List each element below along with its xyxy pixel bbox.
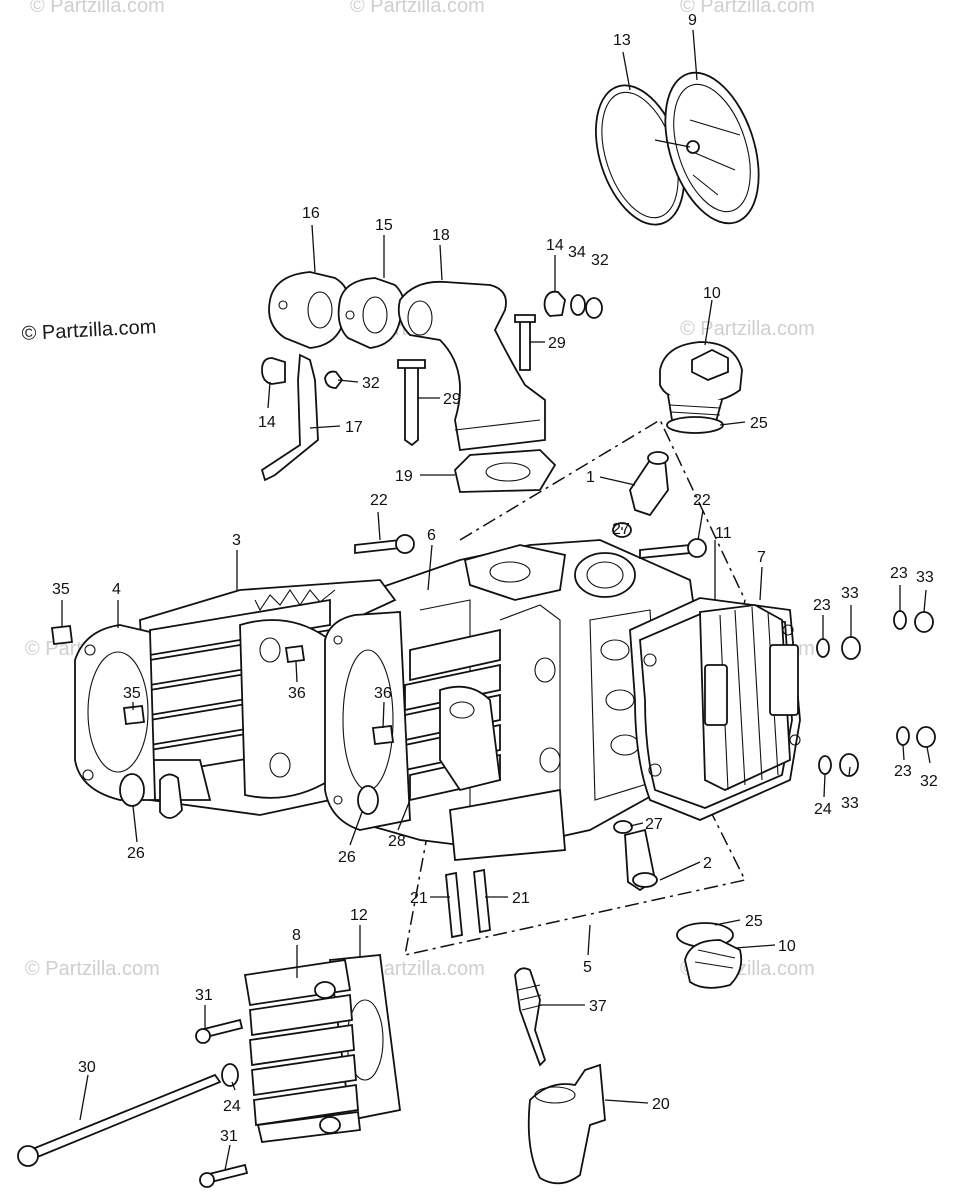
- callout-14: 14: [546, 237, 564, 254]
- callout-25: 25: [750, 415, 768, 432]
- watermark: © Partzilla.com: [680, 318, 815, 340]
- spark-plug-and-cap: [514, 967, 606, 1185]
- leader-lines: [61, 29, 931, 1171]
- callout-24: 24: [814, 801, 832, 818]
- callout-24: 24: [223, 1098, 241, 1115]
- callout-17: 17: [345, 419, 363, 436]
- callout-23: 23: [890, 565, 908, 582]
- callout-4: 4: [112, 581, 121, 598]
- callout-13: 13: [613, 32, 631, 49]
- watermark: © Partzilla.com: [30, 0, 165, 17]
- callout-33: 33: [841, 795, 859, 812]
- callout-32: 32: [362, 375, 380, 392]
- callout-18: 18: [432, 227, 450, 244]
- callout-22: 22: [693, 492, 711, 509]
- callout-16: 16: [302, 205, 320, 222]
- callout-3: 3: [232, 532, 241, 549]
- cylinder-gasket: [74, 624, 156, 801]
- callout-7: 7: [757, 549, 766, 566]
- callout-26: 26: [338, 849, 356, 866]
- callout-2: 2: [703, 855, 712, 872]
- cylinder: [139, 579, 397, 819]
- watermark: © Partzilla.com: [350, 958, 485, 980]
- oil-filler-cap-top: [659, 341, 743, 434]
- exhaust-parts: [260, 271, 557, 493]
- callout-29: 29: [548, 335, 566, 352]
- callout-11: 11: [715, 525, 732, 542]
- callout-29: 29: [443, 391, 461, 408]
- callout-19: 19: [395, 468, 413, 485]
- watermark: © Partzilla.com: [25, 958, 160, 980]
- oil-filler-cap-bottom: [676, 922, 743, 989]
- callout-labels: 13 9 16 15 18 14 34 32 10 29 32 14 29 17…: [52, 12, 938, 1145]
- head-side-cover: [629, 597, 801, 821]
- callout-15: 15: [375, 217, 393, 234]
- callout-32: 32: [920, 773, 938, 790]
- callout-12: 12: [350, 907, 368, 924]
- callout-21: 21: [512, 890, 530, 907]
- callout-36: 36: [288, 685, 306, 702]
- callout-26: 26: [127, 845, 145, 862]
- callout-32: 32: [591, 252, 609, 269]
- callout-21: 21: [410, 890, 428, 907]
- callout-22: 22: [370, 492, 388, 509]
- lower-fin-cover: [243, 954, 402, 1143]
- callout-5: 5: [583, 959, 592, 976]
- callout-35: 35: [52, 581, 70, 598]
- callout-36: 36: [374, 685, 392, 702]
- callout-23: 23: [894, 763, 912, 780]
- callout-9: 9: [688, 12, 697, 29]
- copyright-label: © Partzilla.com: [21, 316, 157, 345]
- callout-31: 31: [220, 1128, 238, 1145]
- callout-33: 33: [916, 569, 934, 586]
- nuts-washers-top: [543, 290, 603, 319]
- callout-30: 30: [78, 1059, 96, 1076]
- watermark: © Partzilla.com: [680, 0, 815, 17]
- long-bolt-and-bolts: [17, 1018, 249, 1188]
- callout-6: 6: [427, 527, 436, 544]
- callout-28: 28: [388, 833, 406, 850]
- right-side-nuts: [816, 610, 936, 777]
- callout-31: 31: [195, 987, 213, 1004]
- callout-10: 10: [703, 285, 721, 302]
- callout-34: 34: [568, 244, 586, 261]
- callout-14: 14: [258, 414, 276, 431]
- callout-23: 23: [813, 597, 831, 614]
- head-gasket: [324, 611, 411, 831]
- callout-25: 25: [745, 913, 763, 930]
- callout-8: 8: [292, 927, 301, 944]
- callout-37: 37: [589, 998, 607, 1015]
- air-cleaner-parts: [595, 71, 760, 226]
- callout-27: 27: [612, 521, 630, 538]
- studs-and-bolts: [354, 451, 707, 939]
- callout-33: 33: [841, 585, 859, 602]
- watermark: © Partzilla.com: [350, 0, 485, 17]
- callout-1: 1: [586, 469, 595, 486]
- callout-10: 10: [778, 938, 796, 955]
- callout-35: 35: [123, 685, 141, 702]
- callout-20: 20: [652, 1096, 670, 1113]
- callout-27: 27: [645, 816, 663, 833]
